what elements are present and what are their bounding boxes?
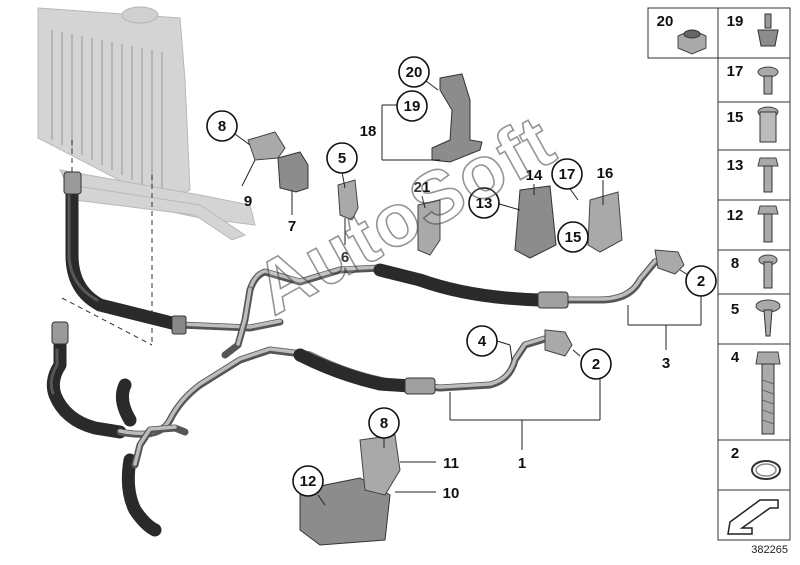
label-9: 9	[244, 193, 252, 210]
svg-text:19: 19	[727, 13, 744, 30]
line-assembly-3	[221, 249, 685, 359]
bracket-10-12	[299, 434, 401, 546]
leader-lines	[61, 71, 702, 506]
callout-2-right: 2	[685, 265, 717, 297]
holder-16	[587, 191, 623, 253]
label-11: 11	[443, 455, 459, 472]
callout-5-top: 5	[326, 142, 358, 174]
svg-text:2: 2	[592, 356, 600, 373]
svg-text:2: 2	[697, 273, 705, 290]
label-3: 3	[662, 355, 670, 372]
legend-item-12: 12	[727, 205, 779, 243]
legend-item-2: 2	[731, 445, 781, 480]
lower-hose	[46, 321, 162, 537]
legend-item-20: 20	[657, 13, 707, 55]
callout-8-bottom: 8	[368, 407, 400, 439]
legend-item-19: 19	[727, 13, 779, 47]
svg-text:5: 5	[731, 301, 739, 318]
label-16: 16	[597, 165, 614, 182]
svg-text:12: 12	[727, 207, 744, 224]
legend-item-5: 5	[731, 299, 781, 337]
clamp-6	[337, 179, 359, 221]
legend-item-8: 8	[731, 254, 778, 289]
label-6: 6	[341, 249, 349, 266]
callout-15: 15	[557, 221, 589, 253]
legend-item-15: 15	[727, 106, 779, 143]
svg-text:8: 8	[218, 118, 226, 135]
label-1: 1	[518, 455, 526, 472]
label-14: 14	[526, 167, 543, 184]
callout-19-top: 19	[396, 90, 428, 122]
diagram-id-number: 382265	[751, 544, 788, 556]
svg-text:17: 17	[727, 63, 744, 80]
svg-text:17: 17	[559, 166, 576, 183]
callout-8-top: 8	[206, 110, 238, 142]
svg-text:8: 8	[731, 255, 739, 272]
callout-13: 13	[468, 187, 500, 219]
holder-21	[417, 199, 441, 256]
clamp-7	[247, 131, 309, 193]
label-21: 21	[414, 179, 431, 196]
svg-text:5: 5	[338, 150, 346, 167]
legend-item-13: 13	[727, 157, 779, 193]
label-7: 7	[288, 218, 296, 235]
svg-text:8: 8	[380, 415, 388, 432]
callout-17: 17	[551, 158, 583, 190]
bracket-18-20	[431, 73, 483, 163]
svg-text:20: 20	[657, 13, 674, 30]
upper-hose	[63, 171, 284, 335]
callout-12: 12	[292, 465, 324, 497]
label-18: 18	[360, 123, 377, 140]
svg-text:4: 4	[731, 349, 740, 366]
svg-text:12: 12	[300, 473, 317, 490]
line-assembly-1	[116, 329, 573, 469]
legend-item-17: 17	[727, 63, 779, 95]
holder-14	[514, 185, 557, 259]
callout-2-mid: 2	[580, 348, 612, 380]
svg-text:15: 15	[565, 229, 582, 246]
svg-text:4: 4	[478, 333, 487, 350]
svg-text:13: 13	[476, 195, 493, 212]
svg-text:13: 13	[727, 157, 744, 174]
svg-text:2: 2	[731, 445, 739, 462]
svg-text:20: 20	[406, 64, 423, 81]
parts-legend: 20 19 17 15 13 12 8	[647, 7, 791, 541]
svg-text:19: 19	[404, 98, 421, 115]
callout-4: 4	[466, 325, 498, 357]
callout-20-top: 20	[398, 56, 430, 88]
legend-item-4: 4	[731, 349, 781, 435]
arrow-icon	[727, 499, 779, 535]
label-10: 10	[443, 485, 460, 502]
svg-text:15: 15	[727, 109, 744, 126]
radiator	[37, 6, 256, 241]
